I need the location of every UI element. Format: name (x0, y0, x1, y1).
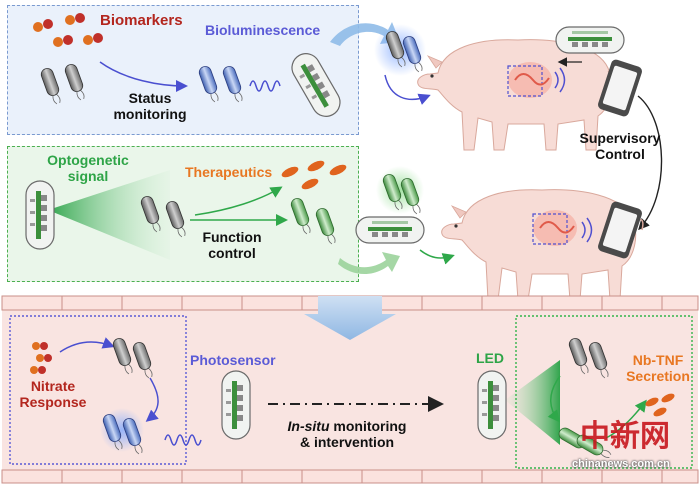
label-insitu-rest: monitoring (329, 418, 407, 434)
pig2-intestine (532, 210, 577, 246)
nitrate-dots (30, 342, 52, 374)
label-optogenetic-line2: signal (67, 168, 109, 185)
label-insitu-italic: In-situ (287, 418, 330, 434)
label-supervisory-line2: Control (595, 146, 645, 163)
therapeutic-ovals (281, 160, 347, 190)
label-nbtnf-line2: Secretion (626, 368, 690, 385)
biomarker-dots (33, 13, 103, 47)
label-insitu-line2: & intervention (299, 434, 395, 451)
label-biomarkers: Biomarkers (100, 12, 183, 29)
label-function-control: Function control (192, 229, 272, 261)
label-supervisory-control: Supervisory Control (570, 130, 670, 162)
label-photosensor: Photosensor (190, 352, 276, 368)
label-nbtnf-secretion: Nb-TNF Secretion (616, 352, 700, 384)
label-status-line1: Status (128, 90, 172, 106)
nbtnf-ovals (645, 393, 675, 417)
label-optogenetic-line1: Optogenetic (47, 152, 129, 168)
label-function-line1: Function (202, 229, 262, 245)
label-nitrate-line2: Response (19, 394, 87, 411)
label-supervisory-line1: Supervisory (579, 130, 661, 146)
label-nitrate-line1: Nitrate (30, 378, 76, 394)
label-optogenetic-signal: Optogenetic signal (36, 152, 140, 184)
label-led: LED (476, 350, 504, 366)
watermark-url: chinanews.com.cn (572, 458, 670, 470)
label-insitu-line1: In-situ monitoring (282, 418, 412, 434)
label-nbtnf-line1: Nb-TNF (632, 352, 684, 368)
label-status-line2: monitoring (113, 106, 187, 123)
label-insitu-monitoring: In-situ monitoring & intervention (282, 418, 412, 450)
label-function-line2: control (208, 245, 256, 262)
label-status-monitoring: Status monitoring (110, 90, 190, 122)
label-bioluminescence: Bioluminescence (205, 22, 321, 38)
label-nitrate-response: Nitrate Response (14, 378, 92, 410)
watermark-logo: 中新网 (580, 419, 670, 454)
pig1-intestine (507, 62, 552, 98)
epithelium-bottom (1, 469, 699, 484)
label-therapeutics: Therapeutics (185, 164, 273, 180)
